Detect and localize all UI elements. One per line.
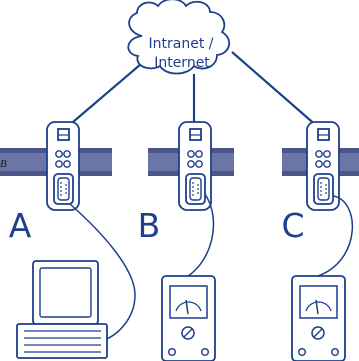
serial-cables [69,193,353,341]
meter-icon-c [291,275,346,361]
edge-label: B [0,158,7,170]
computer-icon [16,260,108,359]
cloud-label-line1: Intranet / [149,36,214,52]
gateway-module-c [306,121,340,211]
node-label-c: C [281,206,304,245]
cloud-label-line2: Internet [154,55,210,71]
cloud-shape: Intranet / Internet [127,0,231,75]
link-a [65,57,149,129]
cable-c [317,195,353,277]
cable-a [69,203,136,341]
link-c [231,51,319,128]
gateway-module-a [46,121,80,211]
gateway-module-b [178,121,212,211]
node-label-a: A [9,206,32,245]
cable-b [187,193,215,277]
meter-icon-b [161,275,216,361]
node-label-b: B [138,206,161,245]
network-links [65,51,319,129]
